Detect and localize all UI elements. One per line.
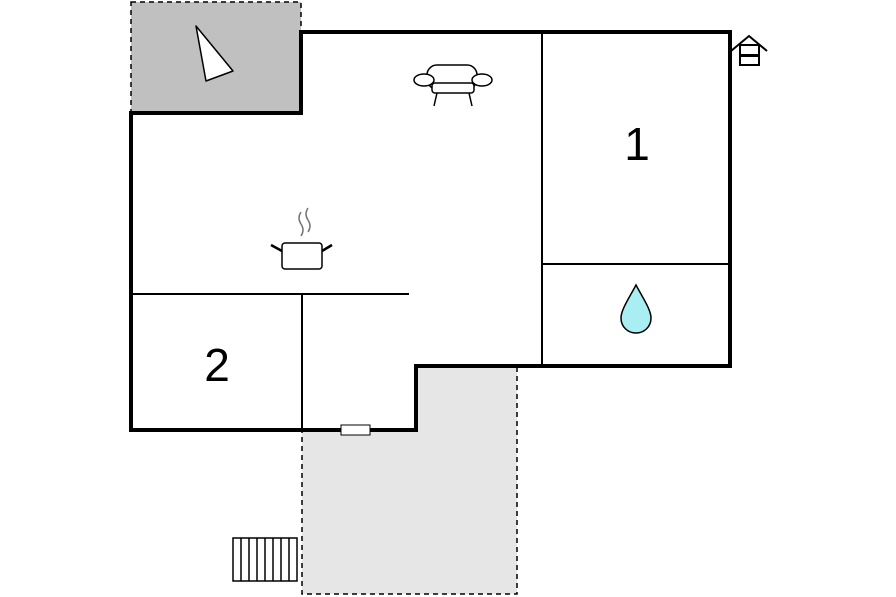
room-label-bedroom-2: 2 (204, 339, 230, 391)
door-icon (340, 424, 371, 436)
exterior-wall (129, 30, 732, 432)
room-label-bedroom-1: 1 (624, 118, 650, 170)
house-entrance-icon (730, 34, 768, 66)
water-drop-icon (620, 283, 652, 334)
stairs-icon (232, 537, 298, 582)
compass-direction-icon (195, 25, 234, 82)
house-interior (131, 32, 730, 430)
cooking-pot-icon (270, 207, 333, 270)
sofa-icon (413, 64, 493, 107)
